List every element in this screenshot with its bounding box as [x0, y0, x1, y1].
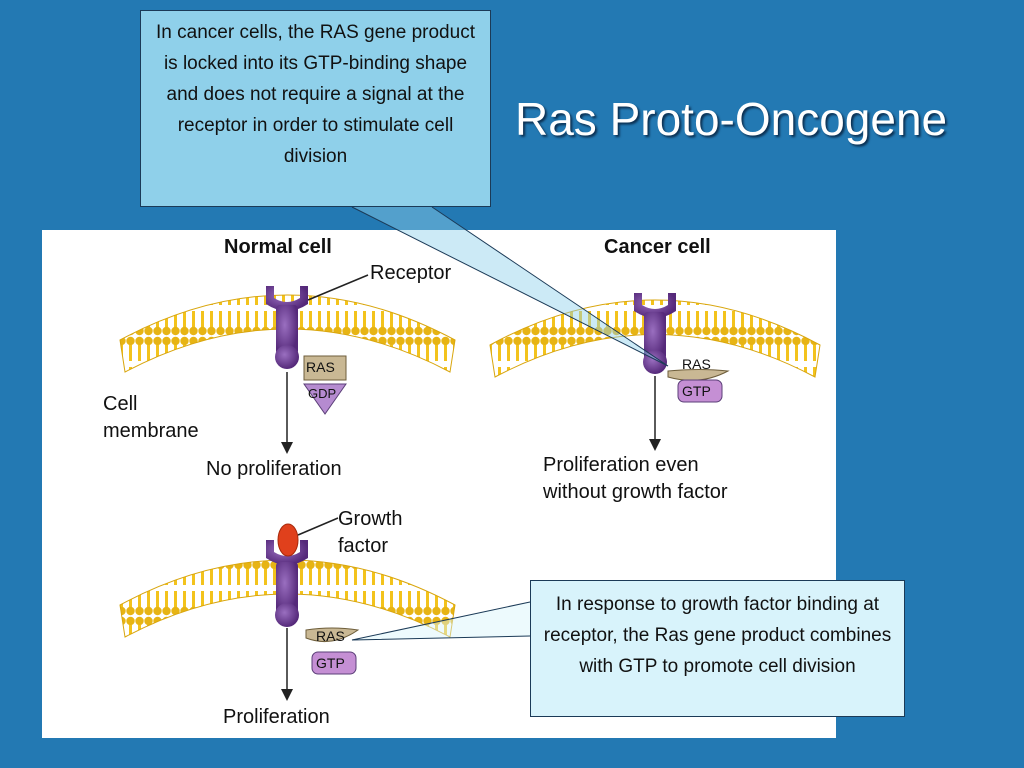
gtp-label-cancer: GTP — [682, 383, 711, 399]
growth-factor-label-line-2: factor — [338, 535, 389, 557]
growth-factor — [277, 523, 299, 557]
gdp-label: GDP — [308, 386, 337, 401]
receptor-growth — [266, 540, 308, 627]
gtp-molecule-growth — [311, 651, 357, 675]
ras-protein-growth — [305, 627, 360, 643]
receptor-leader — [307, 274, 369, 301]
cell-membrane-cancer — [489, 299, 821, 378]
cell-membrane-growth — [119, 559, 456, 638]
callout-cancer-explanation: In cancer cells, the RAS gene product is… — [140, 10, 491, 207]
receptor-normal — [266, 286, 308, 369]
callout-bottom-pointer — [351, 601, 531, 641]
gtp-label-growth: GTP — [316, 655, 345, 671]
cell-membrane-label-line-1: Cell — [103, 393, 138, 415]
normal-cell-heading: Normal cell — [224, 236, 332, 258]
ras-label-normal: RAS — [306, 359, 335, 375]
cell-membrane-label-line-2: membrane — [103, 420, 199, 442]
growth-factor-leader — [297, 517, 339, 536]
ras-label-cancer: RAS — [682, 356, 711, 372]
callout-normal-explanation: In response to growth factor binding at … — [530, 580, 905, 717]
callout-top-pointer — [351, 206, 669, 367]
no-proliferation-label: No proliferation — [206, 458, 342, 480]
proliferation-label: Proliferation — [223, 706, 330, 728]
cancer-cell-heading: Cancer cell — [604, 236, 711, 258]
ras-protein-normal — [303, 355, 347, 381]
ras-label-growth: RAS — [316, 628, 345, 644]
ras-protein-cancer — [667, 369, 730, 381]
cell-membrane-normal — [119, 294, 456, 373]
slide-title: Ras Proto-Oncogene — [515, 93, 948, 145]
proliferation-even-label-line-2: without growth factor — [543, 481, 728, 503]
proliferation-even-label-line-1: Proliferation even — [543, 454, 699, 476]
growth-factor-label-line-1: Growth — [338, 508, 403, 530]
receptor-label: Receptor — [370, 262, 452, 284]
gtp-molecule-cancer — [677, 379, 723, 403]
gdp-molecule — [303, 383, 347, 415]
